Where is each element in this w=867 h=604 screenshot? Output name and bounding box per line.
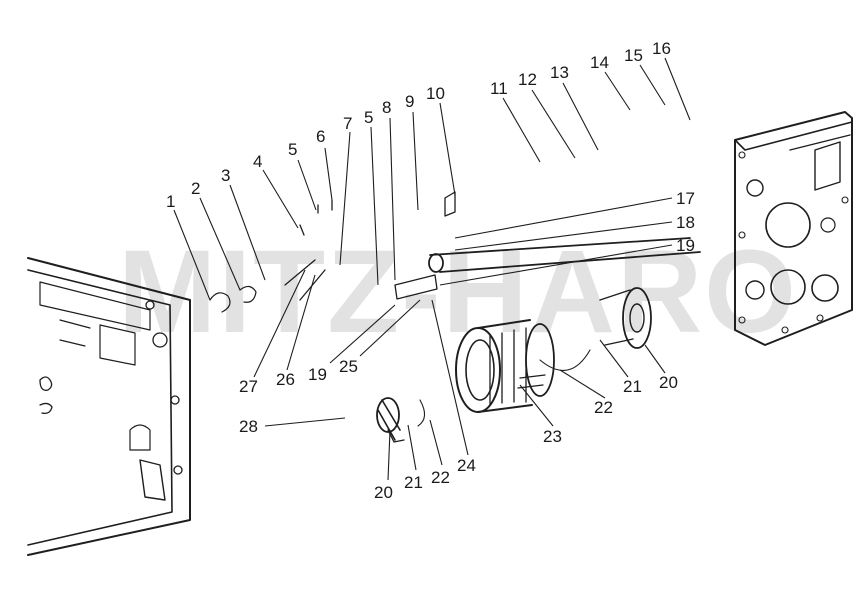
callout-28: 28: [239, 417, 258, 436]
callout-18: 18: [676, 213, 695, 232]
callout-23: 23: [543, 427, 562, 446]
watermark-text: MITZ-HARO: [118, 226, 798, 358]
callout-17: 17: [676, 189, 695, 208]
right-housing: [734, 111, 853, 346]
callout-2: 2: [191, 179, 200, 198]
callout-9: 9: [405, 92, 414, 111]
callout-10: 10: [426, 84, 445, 103]
callout-6: 6: [316, 127, 325, 146]
callout-1: 1: [166, 192, 175, 211]
left-bearing: [376, 397, 426, 443]
main-gear: [455, 319, 555, 413]
callout-26: 26: [276, 370, 295, 389]
callout-3: 3: [221, 166, 230, 185]
callout-8: 8: [382, 98, 391, 117]
callout-14: 14: [590, 53, 609, 72]
callout-5b: 5: [364, 108, 373, 127]
right-bearing: [599, 287, 652, 349]
leader-lines: [173, 57, 691, 481]
callout-20: 20: [659, 373, 678, 392]
callout-7: 7: [343, 114, 352, 133]
callout-12: 12: [518, 70, 537, 89]
callout-27: 27: [239, 377, 258, 396]
left-housing: [27, 257, 191, 556]
callout-16: 16: [652, 39, 671, 58]
callout-5: 5: [288, 140, 297, 159]
callout-15: 15: [624, 46, 643, 65]
shaft: [428, 237, 701, 273]
callout-11: 11: [490, 79, 508, 98]
callout-4: 4: [253, 152, 262, 171]
callout-24: 24: [457, 456, 476, 475]
callout-13: 13: [550, 63, 569, 82]
callout-19: 19: [676, 236, 695, 255]
small-parts: [209, 191, 591, 371]
callout-25: 25: [339, 357, 358, 376]
callout-21: 21: [623, 377, 642, 396]
callout-22b: 22: [431, 468, 450, 487]
callout-20b: 20: [374, 483, 393, 502]
callout-21b: 21: [404, 473, 423, 492]
callout-22: 22: [594, 398, 613, 417]
callout-labels: 1 2 3 4 5 6 7 5 8 9 10 11 12 13 14 15 16…: [166, 39, 695, 502]
callout-19b: 19: [308, 365, 327, 384]
